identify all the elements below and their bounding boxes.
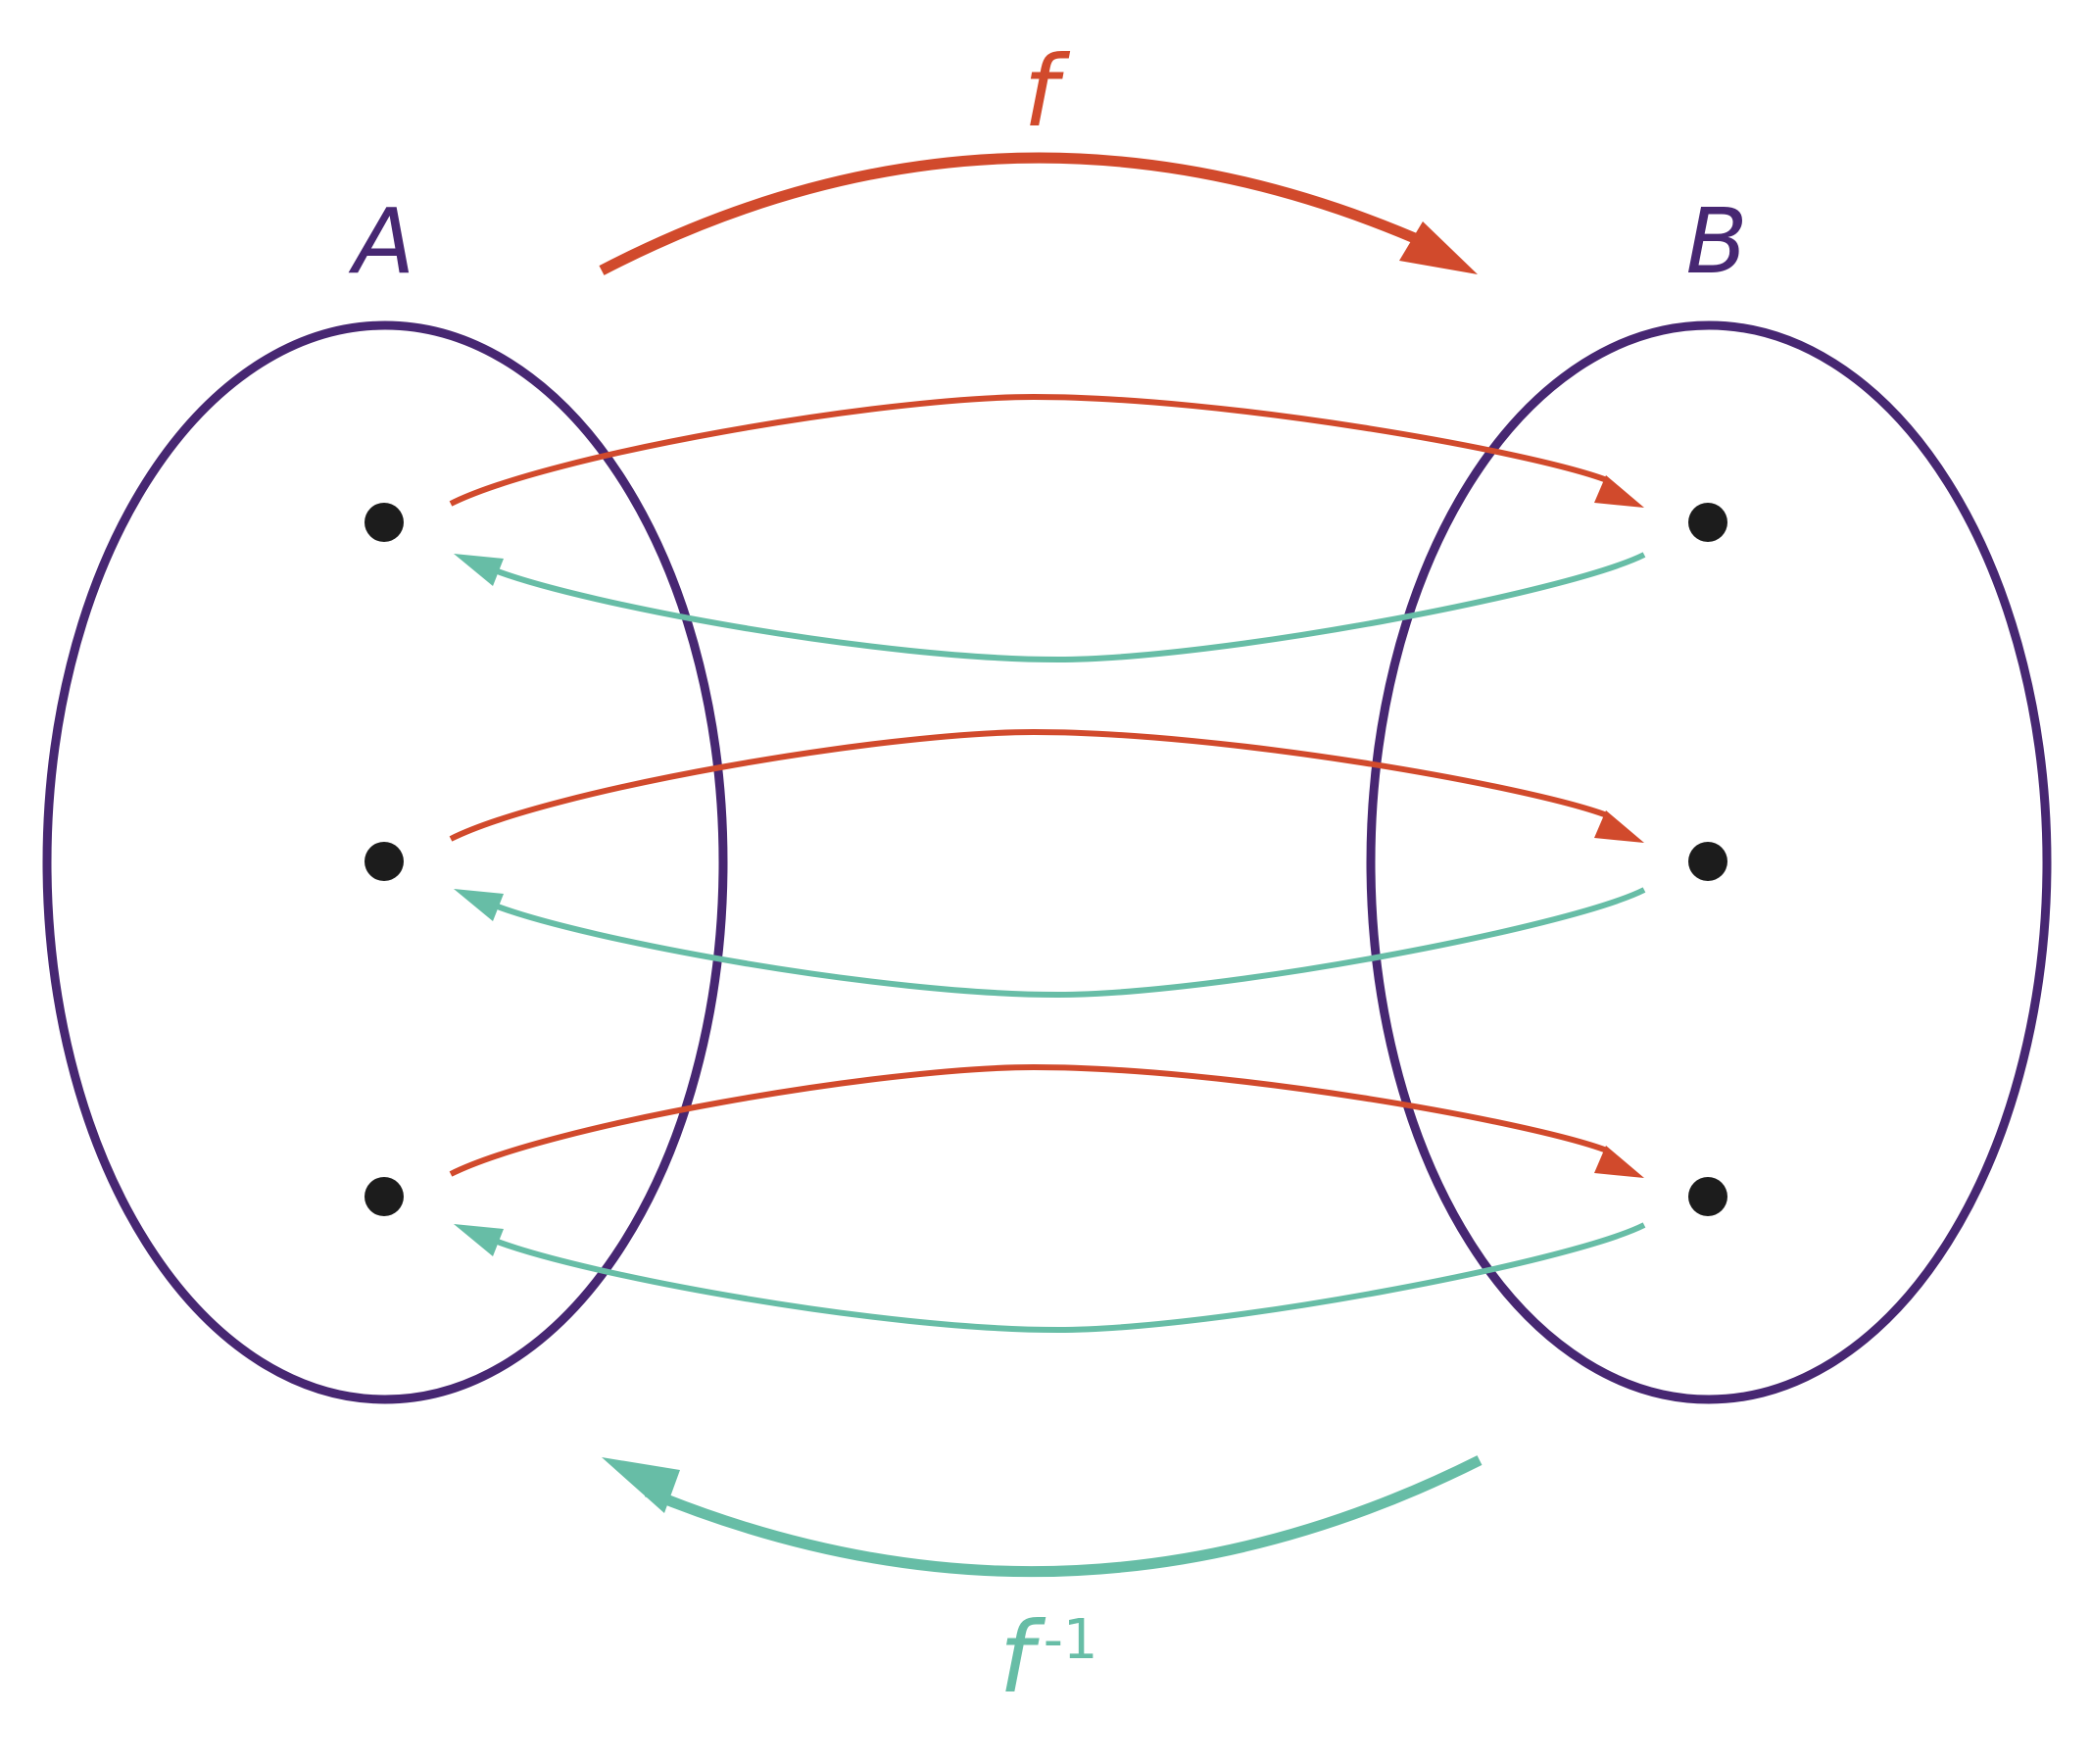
set-b-point-2 — [1688, 842, 1727, 881]
set-a-ellipse — [42, 320, 728, 1404]
f-inverse-exponent: -1 — [1044, 1608, 1098, 1672]
inverse-mapping-3 — [493, 1222, 1646, 1334]
f-arrow — [599, 152, 1434, 275]
inverse-mapping-2 — [493, 887, 1646, 999]
f-inverse-arrow-head — [602, 1457, 680, 1513]
set-a-point-2 — [365, 842, 404, 881]
inverse-mapping-3-head — [454, 1224, 504, 1256]
f-inverse-base: f — [998, 1600, 1046, 1715]
inverse-mapping-1-head — [454, 554, 504, 586]
set-a-point-3 — [365, 1177, 404, 1216]
f-inverse-label: f-1 — [998, 1600, 1097, 1715]
set-a-label: A — [349, 189, 415, 294]
f-arrow-head — [1399, 221, 1478, 274]
set-b-ellipse — [1366, 320, 2052, 1404]
forward-mapping-1 — [449, 393, 1609, 507]
inverse-mapping-1 — [493, 552, 1646, 663]
set-b-label: B — [1685, 189, 1747, 294]
f-label: f — [1023, 34, 1070, 149]
forward-mapping-3-head — [1594, 1146, 1644, 1178]
forward-mapping-3 — [449, 1063, 1609, 1177]
set-b-point-1 — [1688, 503, 1727, 542]
f-inverse-arrow — [644, 1455, 1483, 1578]
forward-mapping-2-head — [1594, 810, 1644, 843]
set-b-point-3 — [1688, 1177, 1727, 1216]
forward-mapping-2 — [449, 728, 1609, 842]
set-a-point-1 — [365, 503, 404, 542]
forward-mapping-1-head — [1594, 475, 1644, 508]
inverse-mapping-2-head — [454, 889, 504, 921]
